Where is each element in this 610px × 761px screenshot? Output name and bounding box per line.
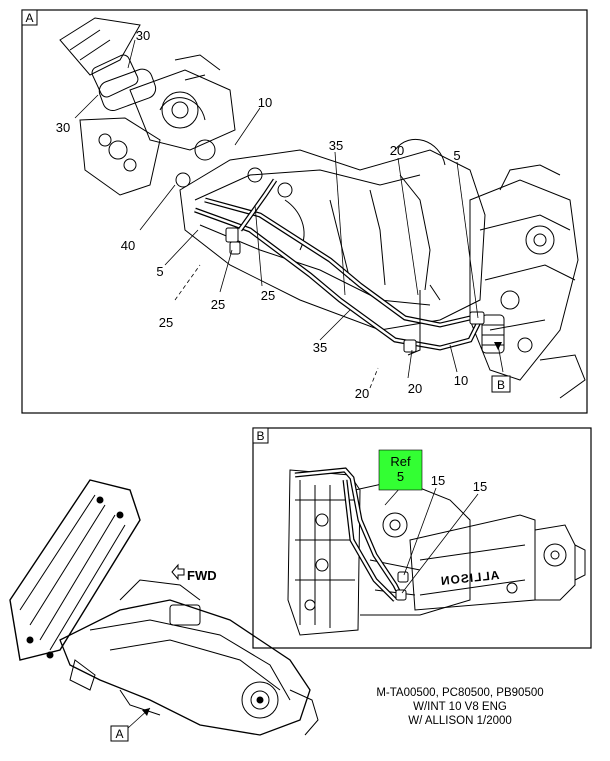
cooler-lines [194,178,483,356]
allison-pan-text: ALLISON [439,568,500,588]
hose-clamps [175,172,485,353]
fwd-arrow-icon [171,563,185,581]
panel-a-frame [21,9,588,414]
callout: 30 [56,120,70,135]
callout: 10 [258,95,272,110]
caption-line-2: W/INT 10 V8 ENG [413,701,507,713]
view-a-marker-box [110,725,129,742]
view-b-marker: B [497,378,505,392]
view-a-arrow [142,708,150,716]
callout: 30 [136,28,150,43]
reference-box-line1: Ref [390,454,411,469]
view-b-marker-box [491,375,511,393]
callout: 5 [453,148,460,163]
callout: 15 [431,473,445,488]
caption-line-3: W/ ALLISON 1/2000 [408,715,512,727]
detail-cooler-lines [294,467,403,602]
engine-assembly-drawing [59,17,293,198]
callout: 35 [329,138,343,153]
callout: 40 [121,238,135,253]
view-a-marker: A [115,727,123,741]
panel-a-callouts: 30 30 10 35 20 5 40 5 25 25 25 35 20 10 … [56,28,468,401]
panel-a: A [21,9,588,414]
reference-box [378,449,423,491]
caption-line-1: M-TA00500, PC80500, PB90500 [376,687,544,699]
panel-b-frame [252,427,592,649]
panel-b: B ALLISON [252,427,592,649]
transmission-rear-drawing [469,164,586,399]
panel-b-tag: B [256,429,264,443]
callout: 35 [313,340,327,355]
detail-fittings [395,571,409,601]
model-caption: M-TA00500, PC80500, PB90500 W/INT 10 V8 … [340,686,580,728]
callout: 5 [156,264,163,279]
transmission-closeup-drawing [287,469,586,636]
callout: 25 [261,288,275,303]
callout: 10 [454,373,468,388]
fwd-label: FWD [187,568,217,583]
overview-drawing [9,479,319,736]
panel-a-tag-box [21,9,38,26]
panel-a-leader-lines [74,39,504,389]
callout: 25 [211,297,225,312]
callout: 20 [408,381,422,396]
callout: 20 [355,386,369,401]
panel-b-tag-box [252,427,269,444]
panel-b-leader-lines [384,487,479,594]
transmission-housing-drawing [179,138,486,331]
panel-a-tag: A [25,11,33,25]
callout: 25 [159,315,173,330]
callout: 20 [390,143,404,158]
callout: 15 [473,479,487,494]
reference-box-line2: 5 [397,469,404,484]
view-b-arrow [494,342,502,350]
